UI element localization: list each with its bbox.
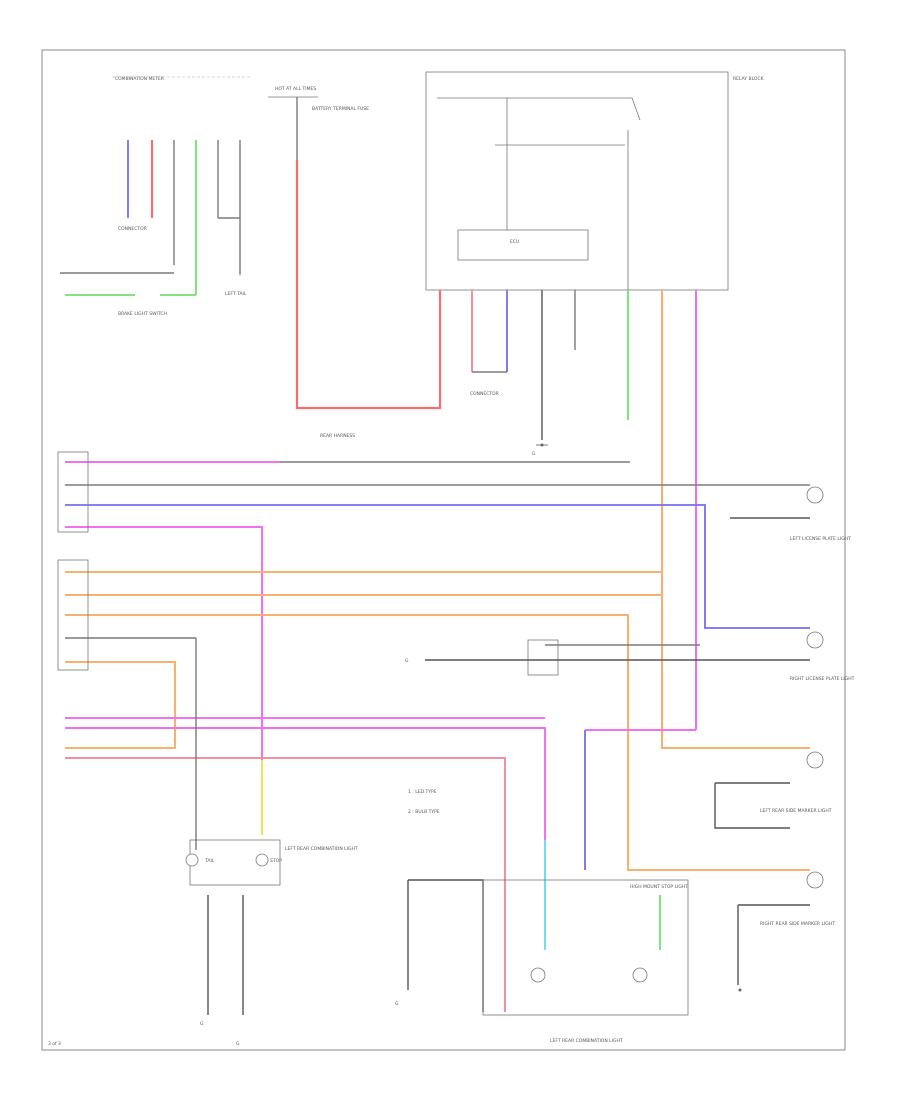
ecu-box [457,229,589,261]
left-comb-stop: STOP [270,858,282,864]
harness-orange-3 [65,614,810,871]
harness-orange-4 [65,661,176,749]
left-comb-label: LEFT REAR COMBINATION LIGHT [285,846,358,852]
left-connector-2 [57,559,89,671]
harness-orange-2 [65,594,810,749]
fuse-to-relay-red [295,160,442,410]
meter-ref-1: CONNECTOR [118,226,147,232]
cross-rose [65,757,506,1012]
combination-meter-label: COMBINATION METER [115,76,164,82]
ground-1-label: G [532,451,536,457]
hot-at-all-times-label: HOT AT ALL TIMES [275,86,316,92]
ground-dot-1 [540,443,544,447]
bottom-ground-1: G [200,1021,204,1027]
legend-led: 1 : LED TYPE [408,789,437,795]
left-comb-lamp-2 [255,853,269,867]
mid-connector [527,639,559,676]
left-side-marker-label: LEFT REAR SIDE MARKER LIGHT [760,808,832,814]
harness-blue [65,504,810,629]
right-license-label: RIGHT LICENSE PLATE LIGHT [790,676,855,682]
bottom-mid-frame-wires [407,879,484,1012]
relay-switch-contact [631,97,641,121]
left-comb-lamp-1 [185,853,199,867]
right-side-marker-lamp [806,871,824,889]
left-rear-comb-box [482,879,689,1016]
left-side-marker-wires [714,782,790,829]
relay-block-label: RELAY BLOCK [733,76,765,82]
left-license-label: LEFT LICENSE PLATE LIGHT [790,536,851,542]
harness-pink-2 [65,526,263,760]
right-license-lamp [806,631,824,649]
ground-dot-2 [738,988,742,992]
legend-bulb: 2 : BULB TYPE [408,809,440,815]
high-mount-label: HIGH MOUNT STOP LIGHT [630,884,688,890]
diagram-frame [41,49,846,1051]
left-comb-tail: TAIL [204,858,215,864]
harness-label: REAR HARNESS [320,433,355,439]
meter-ref-2: LEFT TAIL [225,291,247,297]
bottom-mid-ground: G [395,1001,399,1007]
left-license-lamp [806,486,824,504]
brake-switch-label: BRAKE LIGHT SWITCH [118,311,167,317]
cross-pink-2 [65,727,546,840]
mid-ground-label: G [405,658,409,664]
battery-fuse-label: BATTERY TERMINAL FUSE [312,106,369,112]
left-rear-comb-label: LEFT REAR COMBINATION LIGHT [550,1038,623,1044]
right-side-marker-label: RIGHT REAR SIDE MARKER LIGHT [760,921,835,927]
left-rear-comb-lamp-1 [530,967,546,983]
ecu-label: ECU [510,239,519,245]
connector-ref: CONNECTOR [470,391,499,397]
left-connector-1 [57,451,89,533]
bottom-ground-2: G [236,1041,240,1047]
left-side-marker-lamp [806,751,824,769]
page-number: 3 of 3 [48,1041,61,1047]
relay-block-box [425,71,729,291]
left-rear-comb-lamp-2 [632,967,648,983]
